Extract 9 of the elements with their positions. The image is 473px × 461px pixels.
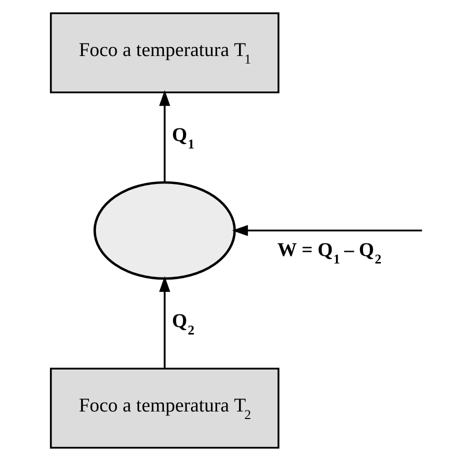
arrow (232, 224, 422, 236)
node-box: Foco a temperatura T$_{1}$ (49, 12, 279, 94)
arrow (158, 90, 170, 182)
node-box: Foco a temperatura T$_{2}$ (49, 368, 279, 449)
edge-label: Q$_{1}$ (171, 124, 194, 152)
arrow (158, 276, 170, 369)
node-ellipse (92, 181, 236, 280)
edge-label: W = Q$_{1}$ – Q$_{2}$ (276, 240, 381, 266)
edge-label: Q$_{2}$ (171, 311, 194, 338)
